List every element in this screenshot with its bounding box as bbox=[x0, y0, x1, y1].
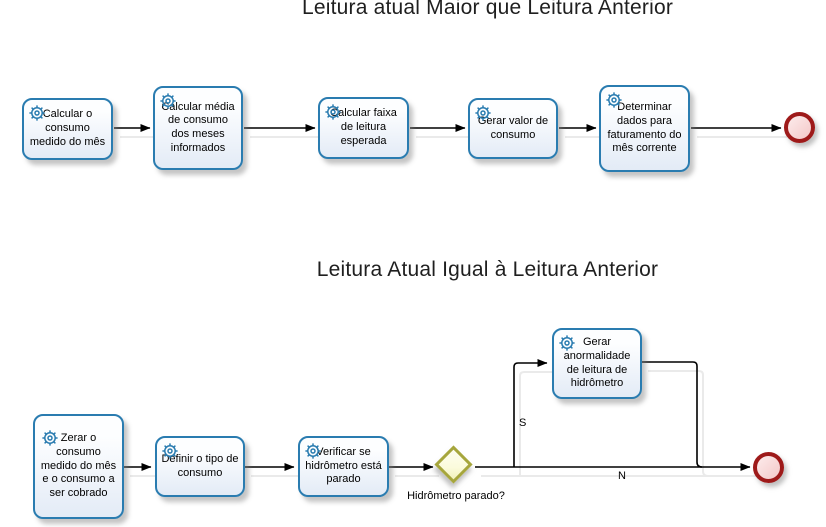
task-label: Gerar anormalidade de leitura de hidrôme… bbox=[563, 336, 631, 390]
flow-title-bottom: Leitura Atual Igual à Leitura Anterior bbox=[316, 258, 659, 281]
task-zerar-consumo[interactable]: Zerar o consumo medido do mês e o consum… bbox=[33, 414, 124, 519]
task-calcular-consumo-medido[interactable]: Calcular o consumo medido do mês bbox=[22, 98, 113, 160]
task-label: Zerar o consumo medido do mês e o consum… bbox=[40, 432, 117, 500]
task-label: Gerar valor de consumo bbox=[477, 114, 549, 141]
task-gerar-anormalidade[interactable]: Gerar anormalidade de leitura de hidrôme… bbox=[552, 328, 642, 399]
task-calcular-media-consumo[interactable]: Calcular média de consumo dos meses info… bbox=[153, 86, 243, 170]
gateway-label: Hidrômetro parado? bbox=[407, 490, 505, 502]
task-verificar-hidrometro[interactable]: Verificar se hidrômetro está parado bbox=[298, 436, 389, 497]
task-label: Calcular faixa de leitura esperada bbox=[330, 107, 397, 147]
task-label: Calcular média de consumo dos meses info… bbox=[161, 100, 235, 154]
flow-title-top: Leitura atual Maior que Leitura Anterior bbox=[301, 0, 674, 19]
branch-label-no: N bbox=[618, 470, 626, 482]
connector-shadows bbox=[120, 136, 787, 477]
connector-lines bbox=[114, 124, 782, 471]
task-determinar-dados-faturamento[interactable]: Determinar dados para faturamento do mês… bbox=[599, 85, 690, 172]
task-label: Determinar dados para faturamento do mês… bbox=[607, 101, 682, 155]
end-event-top[interactable] bbox=[784, 112, 815, 143]
task-gerar-valor-consumo[interactable]: Gerar valor de consumo bbox=[468, 98, 558, 159]
branch-label-yes: S bbox=[519, 417, 527, 429]
exclusive-gateway[interactable] bbox=[434, 445, 473, 484]
task-calcular-faixa-leitura[interactable]: Calcular faixa de leitura esperada bbox=[318, 97, 409, 159]
task-label: Calcular o consumo medido do mês bbox=[29, 108, 106, 148]
task-label: Verificar se hidrômetro está parado bbox=[305, 445, 382, 486]
task-label: Definir o tipo de consumo bbox=[161, 452, 239, 479]
task-definir-tipo-consumo[interactable]: Definir o tipo de consumo bbox=[155, 436, 245, 497]
end-event-bottom[interactable] bbox=[753, 452, 784, 483]
